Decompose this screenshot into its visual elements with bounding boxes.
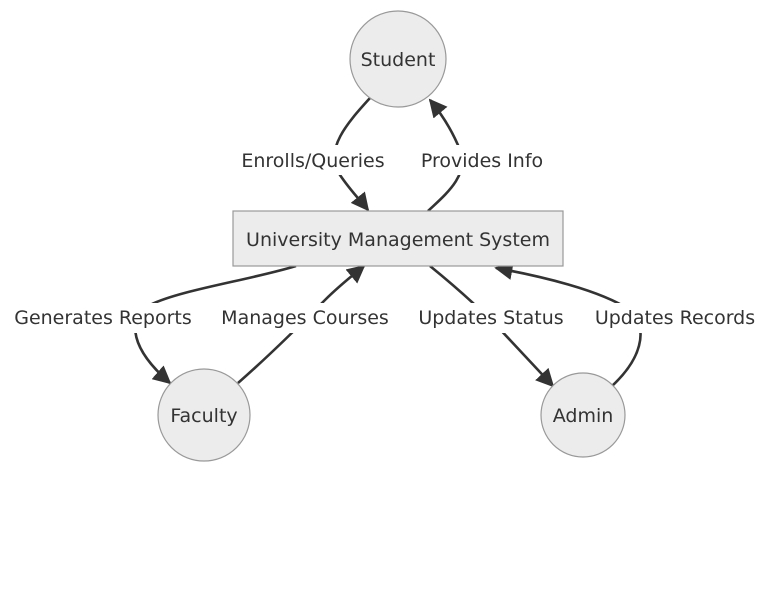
edge-label-generates-reports: Generates Reports	[14, 307, 192, 329]
edge-label-updates-records: Updates Records	[595, 307, 755, 329]
node-system-box	[232, 210, 564, 267]
node-faculty-circle	[157, 368, 251, 462]
node-admin[interactable]: Admin	[540, 372, 626, 458]
node-faculty[interactable]: Faculty	[157, 368, 251, 462]
node-admin-circle	[540, 372, 626, 458]
node-admin-label: Admin	[553, 405, 614, 427]
node-student-label: Student	[361, 49, 436, 71]
edge-label-bg	[413, 145, 551, 175]
node-faculty-label: Faculty	[170, 405, 237, 427]
edge-label-bg	[6, 303, 200, 333]
node-student[interactable]: Student	[349, 10, 447, 108]
edge-label-enrolls-queries: Enrolls/Queries	[241, 150, 384, 172]
edge-label-bg	[412, 303, 570, 333]
edge-labels: Enrolls/Queries Provides Info Generates …	[6, 145, 762, 333]
node-system[interactable]: University Management System	[232, 210, 564, 267]
edge-label-updates-status: Updates Status	[418, 307, 563, 329]
node-student-circle	[349, 10, 447, 108]
edge-label-bg	[233, 145, 393, 175]
node-system-label: University Management System	[246, 229, 550, 251]
edge-label-manages-courses: Manages Courses	[221, 307, 389, 329]
edge-system-to-admin	[429, 264, 555, 388]
edge-label-bg	[588, 303, 762, 333]
edge-label-provides-info: Provides Info	[421, 150, 543, 172]
edge-label-bg	[216, 303, 394, 333]
